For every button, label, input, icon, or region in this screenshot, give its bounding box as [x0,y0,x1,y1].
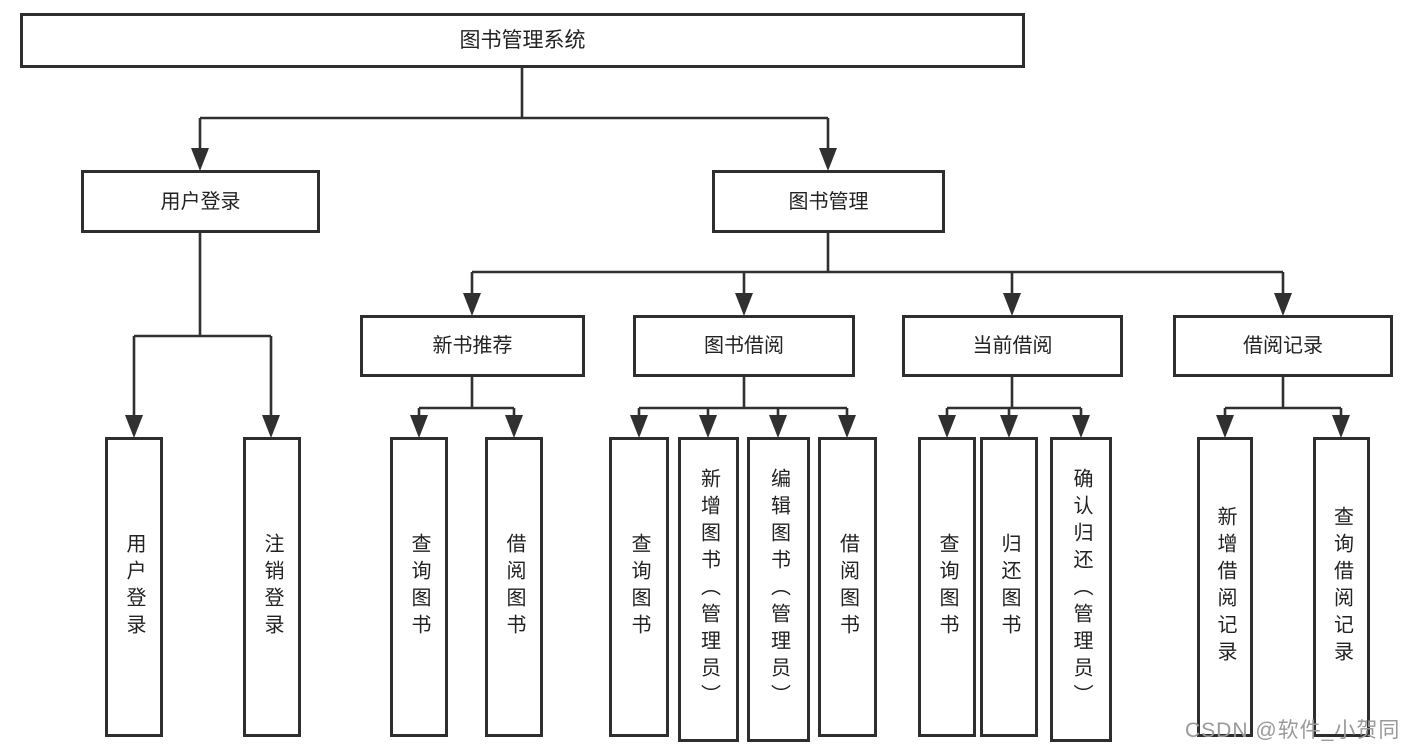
connector-newbooks-to-leaves [410,377,523,438]
arrowhead-icon [699,415,717,438]
node-book-management: 图书管理 [712,170,945,233]
arrowhead-icon [1003,293,1021,316]
connector-records-to-leaves [1216,377,1350,438]
leaf-add-books-admin: 新增图书（管理员） [678,437,739,742]
arrowhead-icon [819,148,837,171]
node-current-borrowing: 当前借阅 [902,315,1123,377]
node-system-root: 图书管理系统 [20,13,1025,68]
leaf-add-borrow-record: 新增借阅记录 [1197,437,1253,737]
arrowhead-icon [938,415,956,438]
arrowhead-icon [191,148,209,171]
leaf-query-books-1: 查询图书 [390,437,448,737]
arrowhead-icon [1000,415,1018,438]
leaf-logout: 注销登录 [243,437,301,737]
leaf-edit-books-admin: 编辑图书（管理员） [747,437,810,742]
leaf-user-login: 用户登录 [105,437,163,737]
arrowhead-icon [125,415,143,438]
leaf-borrow-books-2: 借阅图书 [818,437,877,737]
leaf-return-books: 归还图书 [980,437,1038,737]
arrowhead-icon [262,415,280,438]
connector-bookmgmt-to-level3 [463,233,1292,316]
connector-borrowing-to-leaves [630,377,856,438]
arrowhead-icon [505,415,523,438]
arrowhead-icon [735,293,753,316]
leaf-query-books-2: 查询图书 [609,437,669,737]
leaf-query-books-3: 查询图书 [918,437,976,737]
connector-root-to-level2 [191,68,837,171]
arrowhead-icon [410,415,428,438]
watermark: CSDN @软件_小贺同学 [1185,719,1401,742]
leaf-query-borrow-record: 查询借阅记录 [1313,437,1370,737]
arrowhead-icon [769,415,787,438]
leaf-borrow-books-1: 借阅图书 [485,437,543,737]
arrowhead-icon [1274,293,1292,316]
arrowhead-icon [1332,415,1350,438]
node-borrow-records: 借阅记录 [1173,315,1393,377]
leaf-confirm-return-admin: 确认归还（管理员） [1050,437,1112,742]
arrowhead-icon [838,415,856,438]
node-user-login: 用户登录 [81,170,320,233]
arrowhead-icon [630,415,648,438]
connector-userlogin-to-leaves [125,233,280,438]
connector-current-to-leaves [938,377,1090,438]
arrowhead-icon [1072,415,1090,438]
arrowhead-icon [1216,415,1234,438]
node-book-borrowing: 图书借阅 [633,315,855,377]
node-new-book-recommend: 新书推荐 [360,315,585,377]
arrowhead-icon [463,293,481,316]
